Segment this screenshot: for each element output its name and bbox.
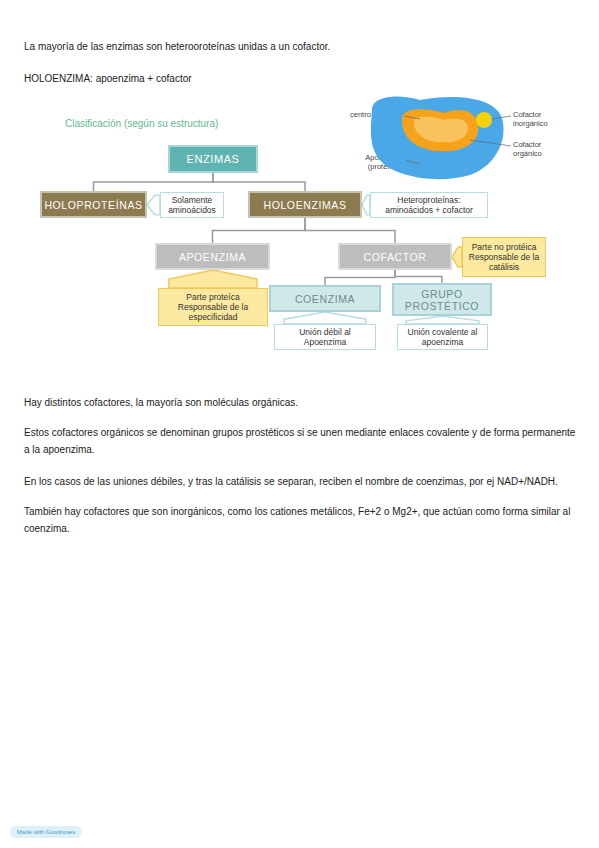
callout-arrow: [362, 195, 370, 215]
callout-arrow: [169, 270, 257, 288]
highlight-callout: Parte proteíca Responsable de la especif…: [158, 288, 268, 326]
part-label: Cofactor inorgánico: [513, 110, 563, 128]
node-text: COFACTOR: [364, 251, 427, 263]
root-box: ENZIMAS: [168, 145, 258, 173]
node-text-wrap: HOLOENZIMAS: [263, 199, 346, 211]
part-box: COFACTOR: [338, 243, 452, 270]
note-callout: Unión débil al Apoenzima: [274, 324, 376, 350]
node-text: HOLOPROTEÍNAS: [44, 199, 142, 211]
callout-arrow: [147, 195, 160, 215]
tree-connector: [305, 218, 395, 243]
node-text-wrap: COENZIMA: [295, 293, 355, 305]
type-box: COENZIMA: [269, 285, 381, 312]
leader-line: [406, 160, 420, 164]
leader-line: [404, 116, 420, 119]
part-label: Cofactor orgánico: [513, 140, 563, 158]
part-box: APOENZIMA: [155, 243, 270, 270]
text-line: La mayoría de las enzimas son heteroorot…: [24, 38, 584, 55]
node-text: COENZIMA: [295, 293, 355, 305]
type-box: GRUPO PROSTÉTICO: [392, 283, 492, 316]
node-text-wrap: Parte no protéica Responsable de la catá…: [466, 242, 542, 272]
node-text: Solamente aminoácidos: [164, 195, 220, 215]
node-text: APOENZIMA: [179, 251, 246, 263]
text-paragraph: Estos cofactores orgánicos se denominan …: [24, 424, 576, 458]
node-text-wrap: ENZIMAS: [186, 153, 239, 165]
tree-connector: [325, 270, 395, 285]
leader-line: [470, 140, 511, 146]
text-line: HOLOENZIMA: apoenzima + cofactor: [24, 70, 584, 87]
node-text: HOLOENZIMAS: [263, 199, 346, 211]
inorganic-cofactor-shape: [476, 112, 492, 128]
node-text-wrap: COFACTOR: [364, 251, 427, 263]
apoenzyme-shape: [371, 97, 504, 180]
category-box: HOLOENZIMAS: [248, 191, 362, 218]
node-text: ENZIMAS: [186, 153, 239, 165]
callout-arrow: [284, 312, 366, 324]
tree-connector: [213, 218, 306, 243]
node-text-wrap: Parte proteíca Responsable de la especif…: [162, 292, 264, 322]
text-paragraph: También hay cofactores que son inorgánic…: [24, 503, 576, 537]
node-text: Unión débil al Apoenzima: [278, 327, 372, 347]
node-text-wrap: Unión covalente al apoenzima: [401, 327, 484, 347]
leader-line: [492, 116, 511, 119]
organic-cofactor-shape: [402, 109, 478, 151]
node-text-wrap: Unión débil al Apoenzima: [278, 327, 372, 347]
note-callout: Unión covalente al apoenzima: [397, 324, 488, 350]
text-line: Hay distintos cofactores, la mayoría son…: [24, 394, 584, 411]
highlight-callout: Parte no protéica Responsable de la catá…: [462, 237, 546, 277]
text-line: En los casos de las uniones débiles, y t…: [24, 473, 584, 490]
tree-connector: [94, 173, 214, 191]
callout-arrow: [406, 316, 479, 324]
node-text-wrap: Solamente aminoácidos: [164, 195, 220, 215]
tree-connector: [213, 173, 305, 191]
note-callout: Solamente aminoácidos: [160, 192, 224, 218]
diagram-title: Clasificación (según su estructura): [65, 118, 265, 129]
node-text: GRUPO PROSTÉTICO: [394, 288, 490, 312]
node-text: Parte no protéica Responsable de la catá…: [466, 242, 542, 272]
note-callout: Heteroproteínas: aminoácidos + cofactor: [370, 192, 488, 218]
callout-arrow: [452, 247, 462, 267]
node-text-wrap: HOLOPROTEÍNAS: [44, 199, 142, 211]
node-text-wrap: Heteroproteínas: aminoácidos + cofactor: [374, 195, 484, 215]
node-text: Heteroproteínas: aminoácidos + cofactor: [374, 195, 484, 215]
node-text-wrap: GRUPO PROSTÉTICO: [394, 288, 490, 312]
node-text-wrap: APOENZIMA: [179, 251, 246, 263]
watermark: Made with Goodnotes: [10, 826, 82, 838]
node-text: Unión covalente al apoenzima: [401, 327, 484, 347]
tree-connector: [395, 270, 442, 283]
organic-cofactor-highlight: [414, 117, 468, 143]
node-text: Parte proteíca Responsable de la especif…: [162, 292, 264, 322]
category-box: HOLOPROTEÍNAS: [40, 191, 147, 218]
